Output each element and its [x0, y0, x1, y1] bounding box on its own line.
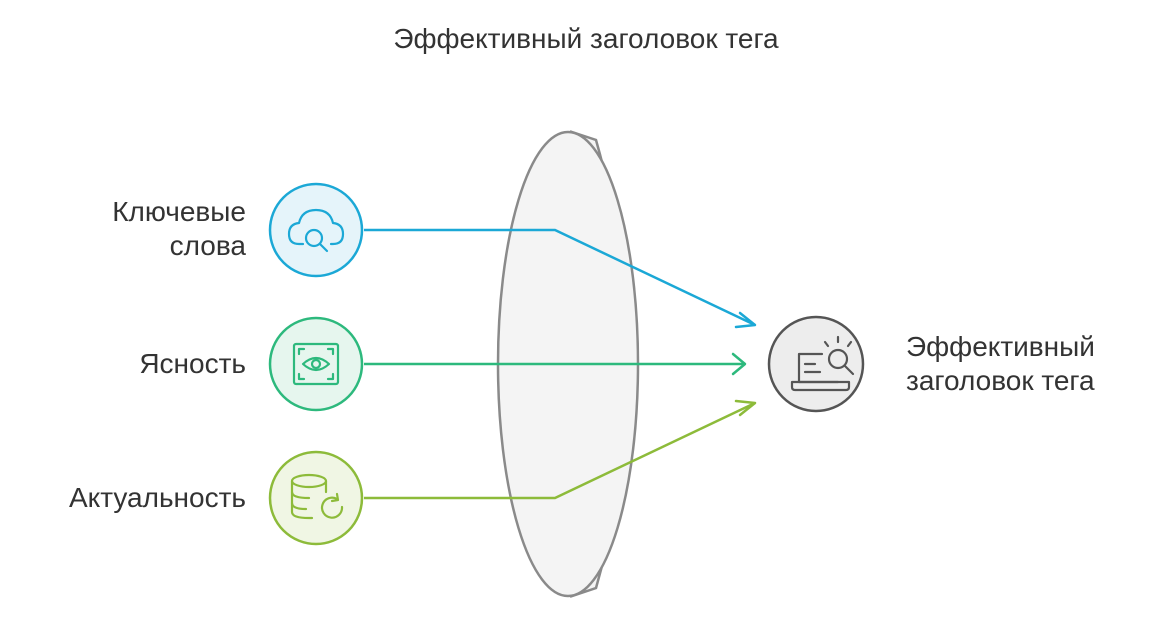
arrowhead-clarity: [731, 352, 747, 376]
label-line: Актуальность: [68, 482, 246, 513]
label-line: Ясность: [139, 348, 246, 379]
arrow-keywords: [364, 228, 756, 327]
input-node-clarity: [268, 316, 364, 412]
input-node-keywords: [268, 182, 364, 278]
input-label-keywords: Ключевые слова: [112, 195, 246, 263]
label-line: слова: [169, 230, 246, 261]
diagram-title: Эффективный заголовок тега: [393, 23, 779, 54]
input-node-relevance: [268, 450, 364, 546]
output-node: [767, 315, 865, 413]
input-label-clarity: Ясность: [139, 347, 246, 381]
arrow-relevance: [364, 401, 756, 500]
cloud-search-icon: [287, 208, 345, 253]
laptop-search-icon: [790, 335, 855, 392]
database-refresh-icon: [290, 473, 344, 520]
arrowhead-keywords: [734, 311, 757, 329]
label-line: заголовок тега: [906, 365, 1095, 396]
arrowhead-relevance: [734, 399, 757, 417]
input-label-relevance: Актуальность: [69, 481, 246, 515]
label-line: Ключевые: [112, 196, 246, 227]
connectors: [364, 228, 757, 500]
eye-scan-icon: [292, 342, 340, 386]
output-label: Эффективный заголовок тега: [906, 330, 1095, 398]
label-line: Эффективный: [906, 331, 1095, 362]
